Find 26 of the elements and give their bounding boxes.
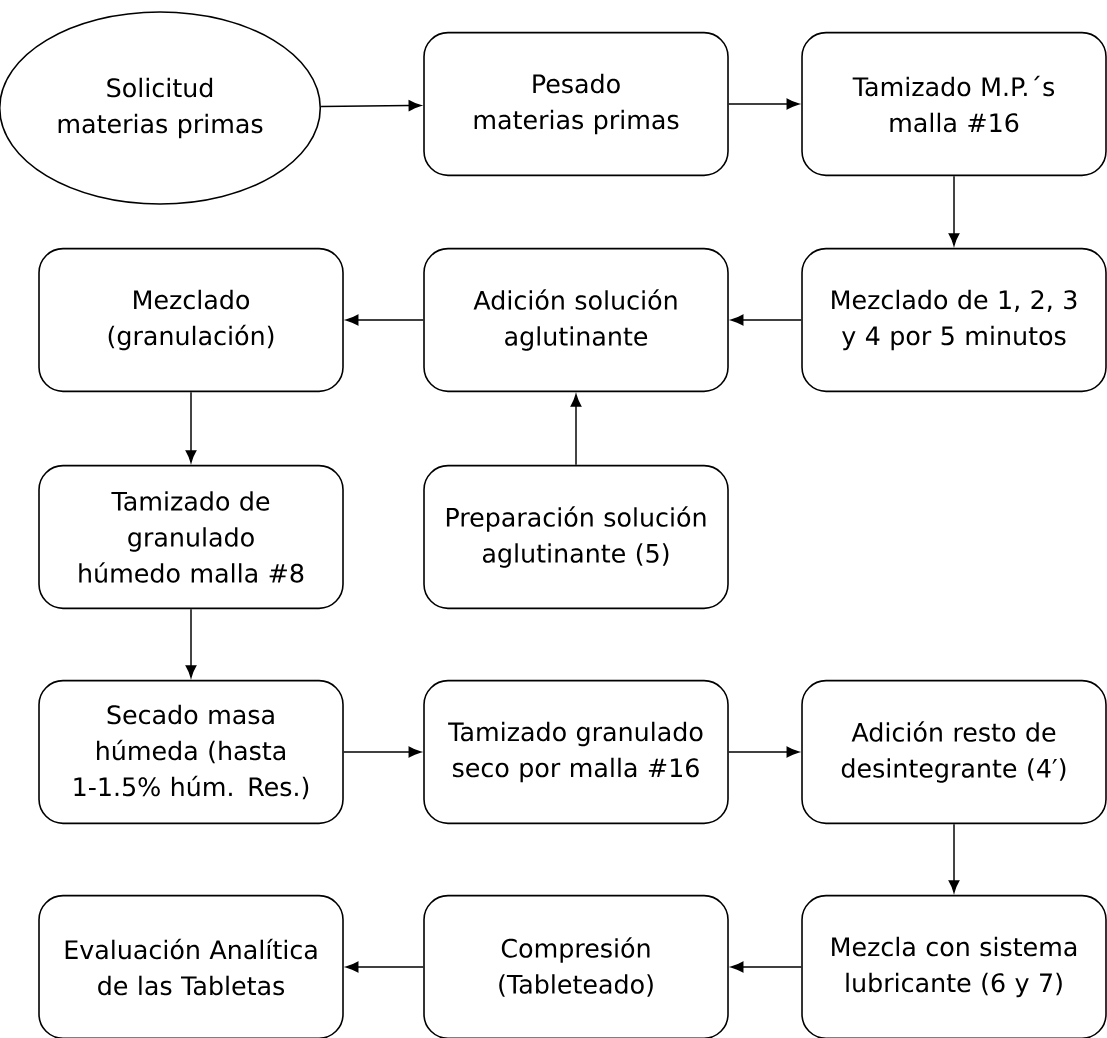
process-box: Adición resto de desintegrante (4′) xyxy=(801,679,1107,825)
process-box: Tamizado M.P.´s malla #16 xyxy=(801,31,1107,177)
process-box: Adición solución aglutinante xyxy=(423,247,729,393)
process-box: Evaluación Analítica de las Tabletas xyxy=(38,894,344,1038)
process-box: Tamizado granulado seco por malla #16 xyxy=(423,679,729,825)
process-box: Preparación solución aglutinante (5) xyxy=(423,464,729,610)
arrow xyxy=(730,961,802,973)
process-box: Mezcla con sistema lubricante (6 y 7) xyxy=(801,894,1107,1038)
arrow xyxy=(730,314,802,326)
process-box: Pesado materias primas xyxy=(423,31,729,177)
arrow xyxy=(948,823,960,893)
arrow xyxy=(948,175,960,246)
process-box: Tamizado de granulado húmedo malla #8 xyxy=(38,464,344,610)
arrow xyxy=(728,98,800,110)
arrow xyxy=(345,314,424,326)
arrow xyxy=(343,746,422,758)
process-box: Secado masa húmeda (hasta 1-1.5% húm. Res.) xyxy=(38,679,344,825)
arrow xyxy=(728,746,800,758)
arrow xyxy=(320,100,422,111)
process-box: Compresión (Tableteado) xyxy=(423,894,729,1038)
arrow xyxy=(570,394,582,466)
arrow xyxy=(345,961,424,973)
arrow xyxy=(185,391,197,463)
arrow xyxy=(185,608,197,678)
process-box: Mezclado (granulación) xyxy=(38,247,344,393)
process-box: Mezclado de 1, 2, 3 y 4 por 5 minutos xyxy=(801,247,1107,393)
